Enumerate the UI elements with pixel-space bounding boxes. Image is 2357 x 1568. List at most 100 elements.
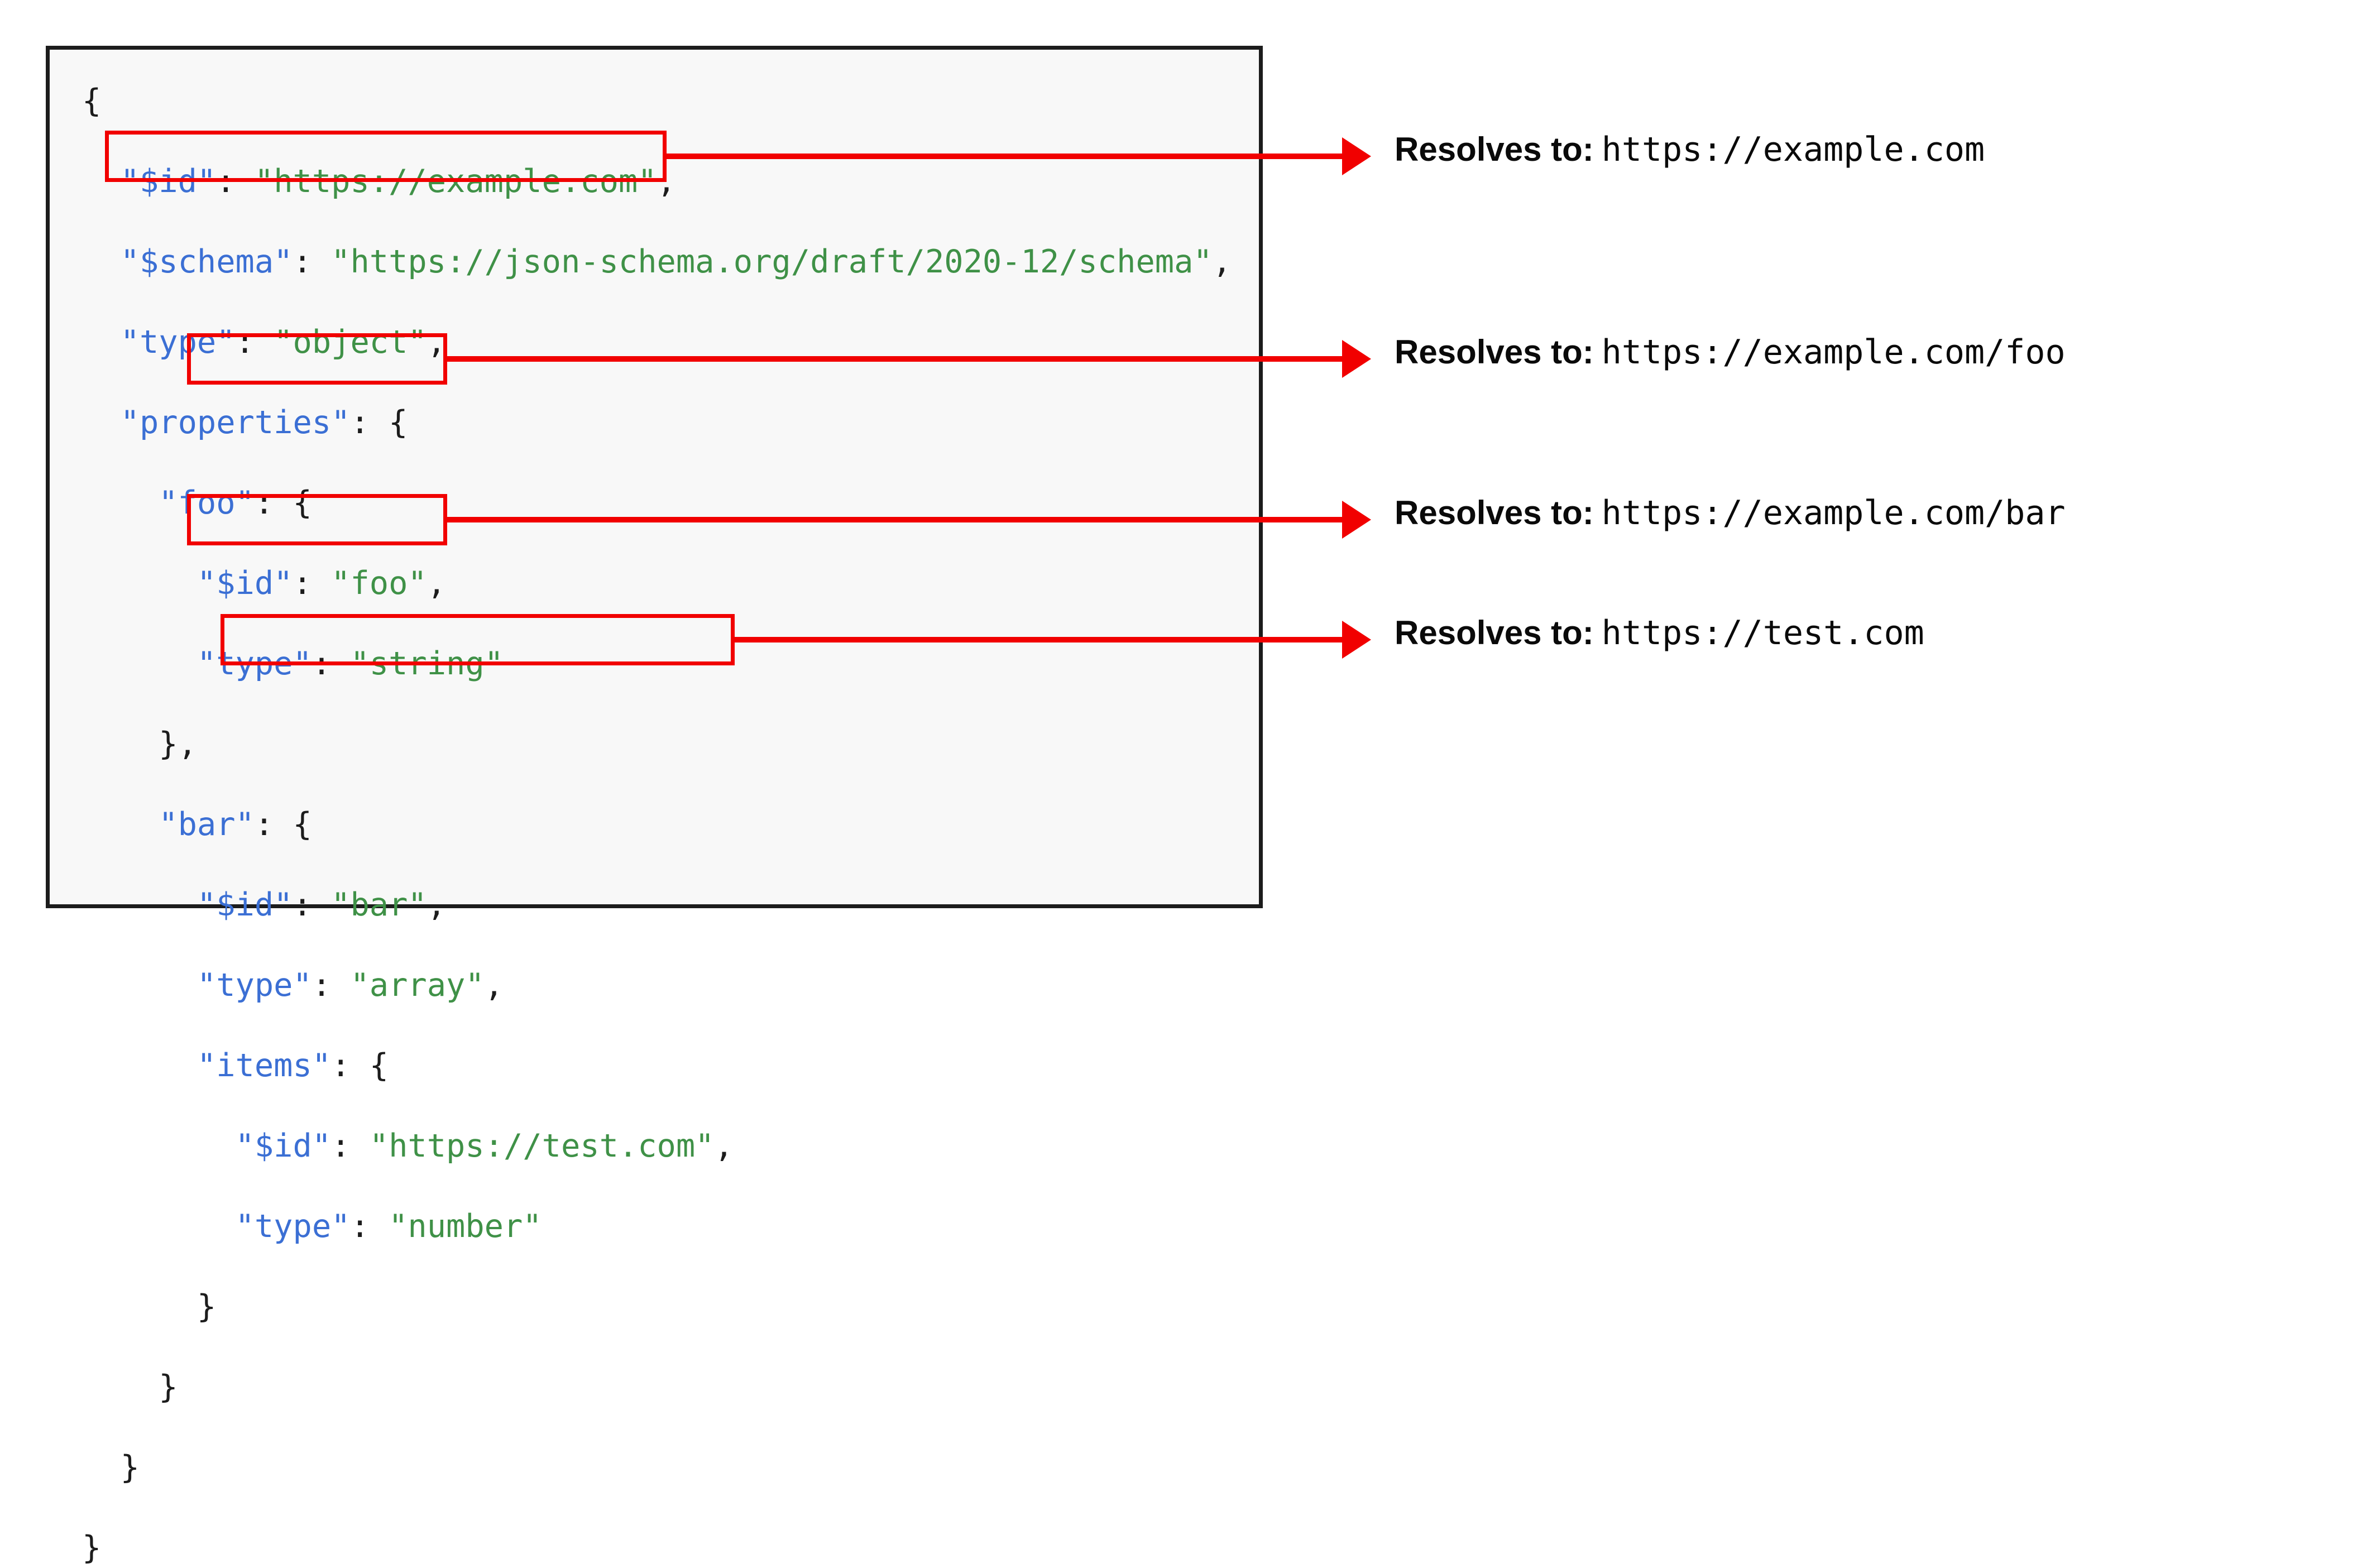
code-punctuation: } [120,1449,140,1486]
arrow-bar-line [447,517,1342,522]
code-string: "number" [389,1208,542,1245]
annotation-items: Resolves to:https://test.com [1395,616,1924,650]
code-string: "foo" [331,565,427,602]
code-indent [82,324,121,361]
arrow-items-line [734,637,1342,642]
code-punctuation: : { [350,404,408,441]
schema-id-resolution-figure: { "$id": "https://example.com", "$schema… [46,46,2066,1566]
code-key: "type" [197,645,312,682]
code-punctuation: : [312,645,351,682]
code-indent [82,404,121,441]
code-punctuation: } [82,1529,102,1566]
code-indent [82,1449,121,1486]
resolves-to-label: Resolves to: [1395,333,1594,371]
code-punctuation: : [293,243,332,280]
code-punctuation: , [1212,243,1232,280]
annotation-root: Resolves to:https://example.com [1395,130,1985,169]
code-punctuation: }, [159,726,197,763]
code-key: "properties" [120,404,351,441]
arrow-items-arrowhead-icon [1342,621,1371,659]
resolved-uri-value: https://example.com/foo [1601,333,2066,372]
code-line: "properties": { [82,402,1232,443]
code-key: "$id" [120,163,217,200]
code-key: "type" [235,1208,351,1245]
code-indent [82,565,197,602]
code-string: "https://example.com" [254,163,657,200]
code-punctuation: : [293,565,332,602]
code-line: } [82,1367,1232,1407]
code-panel: { "$id": "https://example.com", "$schema… [46,46,1263,1566]
code-indent [82,645,197,682]
code-punctuation: : [331,1128,370,1164]
code-line: "foo": { [82,483,1232,523]
code-string: "array" [350,967,485,1004]
code-line: "type": "object", [82,322,1232,362]
code-line: "$id": "https://test.com", [82,1126,1232,1166]
code-indent [82,485,159,521]
code-key: "type" [120,324,236,361]
arrow-bar-arrowhead-icon [1342,501,1371,539]
code-key: "type" [197,967,312,1004]
code-line: "$id": "bar", [82,885,1232,925]
code-punctuation: } [159,1369,178,1406]
code-line: "type": "array", [82,965,1232,1005]
code-line: { [82,81,1232,121]
code-punctuation: , [714,1128,734,1164]
code-line: "items": { [82,1046,1232,1086]
code-key: "$id" [197,886,293,923]
code-punctuation: : [293,886,332,923]
code-string: "bar" [331,886,427,923]
annotation-foo: Resolves to:https://example.com/foo [1395,333,2066,372]
code-string: "https://json-schema.org/draft/2020-12/s… [331,243,1213,280]
json-schema-code: { "$id": "https://example.com", "$schema… [82,81,1232,1568]
code-indent [82,726,159,763]
resolves-to-label: Resolves to: [1395,614,1594,651]
code-key: "$schema" [120,243,293,280]
code-punctuation: : [235,324,274,361]
code-punctuation: } [197,1288,217,1325]
code-punctuation: : [216,163,255,200]
code-punctuation: , [427,886,447,923]
code-indent [82,886,197,923]
resolves-to-label: Resolves to: [1395,131,1594,168]
arrow-root-line [667,154,1342,159]
annotation-bar: Resolves to:https://example.com/bar [1395,496,2066,530]
code-line: "bar": { [82,804,1232,845]
code-key: "bar" [159,806,255,843]
code-punctuation: , [657,163,676,200]
code-key: "$id" [197,565,293,602]
code-punctuation: : [350,1208,389,1245]
code-line: }, [82,724,1232,764]
resolved-uri-value: https://test.com [1601,613,1924,653]
code-punctuation: : { [254,806,312,843]
code-line: } [82,1528,1232,1568]
code-indent [82,967,197,1004]
arrow-foo-line [447,356,1342,362]
arrow-foo-arrowhead-icon [1342,340,1371,378]
code-line: "$id": "https://example.com", [82,161,1232,202]
code-punctuation: { [82,83,102,119]
code-punctuation: : [312,967,351,1004]
resolved-uri-value: https://example.com/bar [1601,493,2066,533]
code-indent [82,1047,197,1084]
resolved-uri-value: https://example.com [1601,130,1985,169]
code-punctuation: , [427,324,447,361]
code-key: "foo" [159,485,255,521]
code-indent [82,1288,197,1325]
code-line: "$id": "foo", [82,563,1232,603]
code-string: "object" [274,324,427,361]
arrow-root-arrowhead-icon [1342,137,1371,175]
code-indent [82,163,121,200]
code-indent [82,1208,236,1245]
code-line: "type": "number" [82,1206,1232,1246]
code-string: "string" [350,645,504,682]
code-line: } [82,1287,1232,1327]
code-punctuation: , [484,967,504,1004]
code-punctuation: , [427,565,447,602]
code-indent [82,243,121,280]
code-key: "$id" [235,1128,332,1164]
code-line: "type": "string" [82,644,1232,684]
code-line: } [82,1447,1232,1488]
resolves-to-label: Resolves to: [1395,494,1594,531]
code-key: "items" [197,1047,332,1084]
